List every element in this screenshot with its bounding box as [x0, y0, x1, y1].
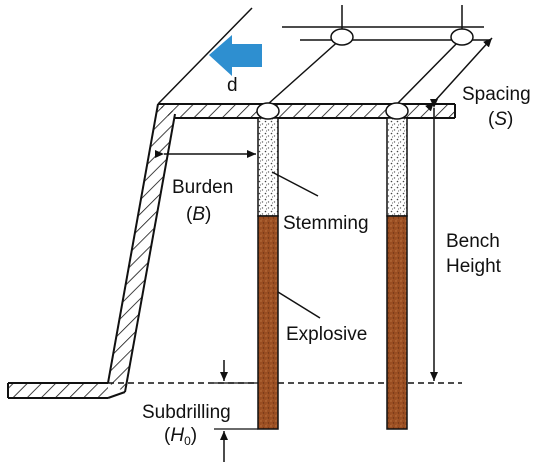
back-left-edge [157, 7, 253, 105]
face-hatch [108, 104, 175, 392]
bench-height-label-line1: Bench [446, 231, 500, 252]
blast-hole-2 [385, 102, 409, 430]
stemming-leader-line [271, 171, 319, 197]
explosive-label: Explosive [286, 324, 367, 345]
blast-hole-1 [256, 102, 280, 430]
perspective-lines [157, 5, 490, 105]
spacing-symbol: (S) [488, 109, 513, 130]
stemming-label: Stemming [283, 213, 369, 234]
subdrilling-label: Subdrilling [142, 402, 231, 423]
stemming-column-2 [386, 117, 408, 217]
back-hole-1 [330, 28, 354, 46]
direction-label: d [227, 75, 238, 96]
face-line-inner [124, 113, 176, 393]
bench-height-label-line2: Height [446, 256, 502, 277]
floor-hatch [8, 383, 108, 398]
blast-direction-arrow-icon [209, 35, 262, 76]
stemming-column-1 [257, 117, 279, 217]
hole-collar-2 [385, 102, 409, 120]
top-hatch [158, 104, 455, 118]
explosive-column-2 [386, 215, 408, 430]
perspective-hole-2 [396, 37, 463, 105]
explosive-leader-line [277, 291, 321, 319]
explosive-column-1 [257, 215, 279, 430]
spacing-label: Spacing [462, 84, 531, 105]
face-bottom-edge [107, 391, 126, 399]
hole-collar-1 [256, 102, 280, 120]
perspective-hole-1 [267, 37, 343, 105]
face-line [107, 103, 159, 384]
burden-label: Burden [172, 177, 233, 198]
back-hole-2 [450, 28, 474, 46]
burden-symbol: (B) [186, 204, 211, 225]
spacing-dimension-arrow [424, 37, 493, 112]
subdrilling-symbol: (H0) [164, 425, 197, 448]
